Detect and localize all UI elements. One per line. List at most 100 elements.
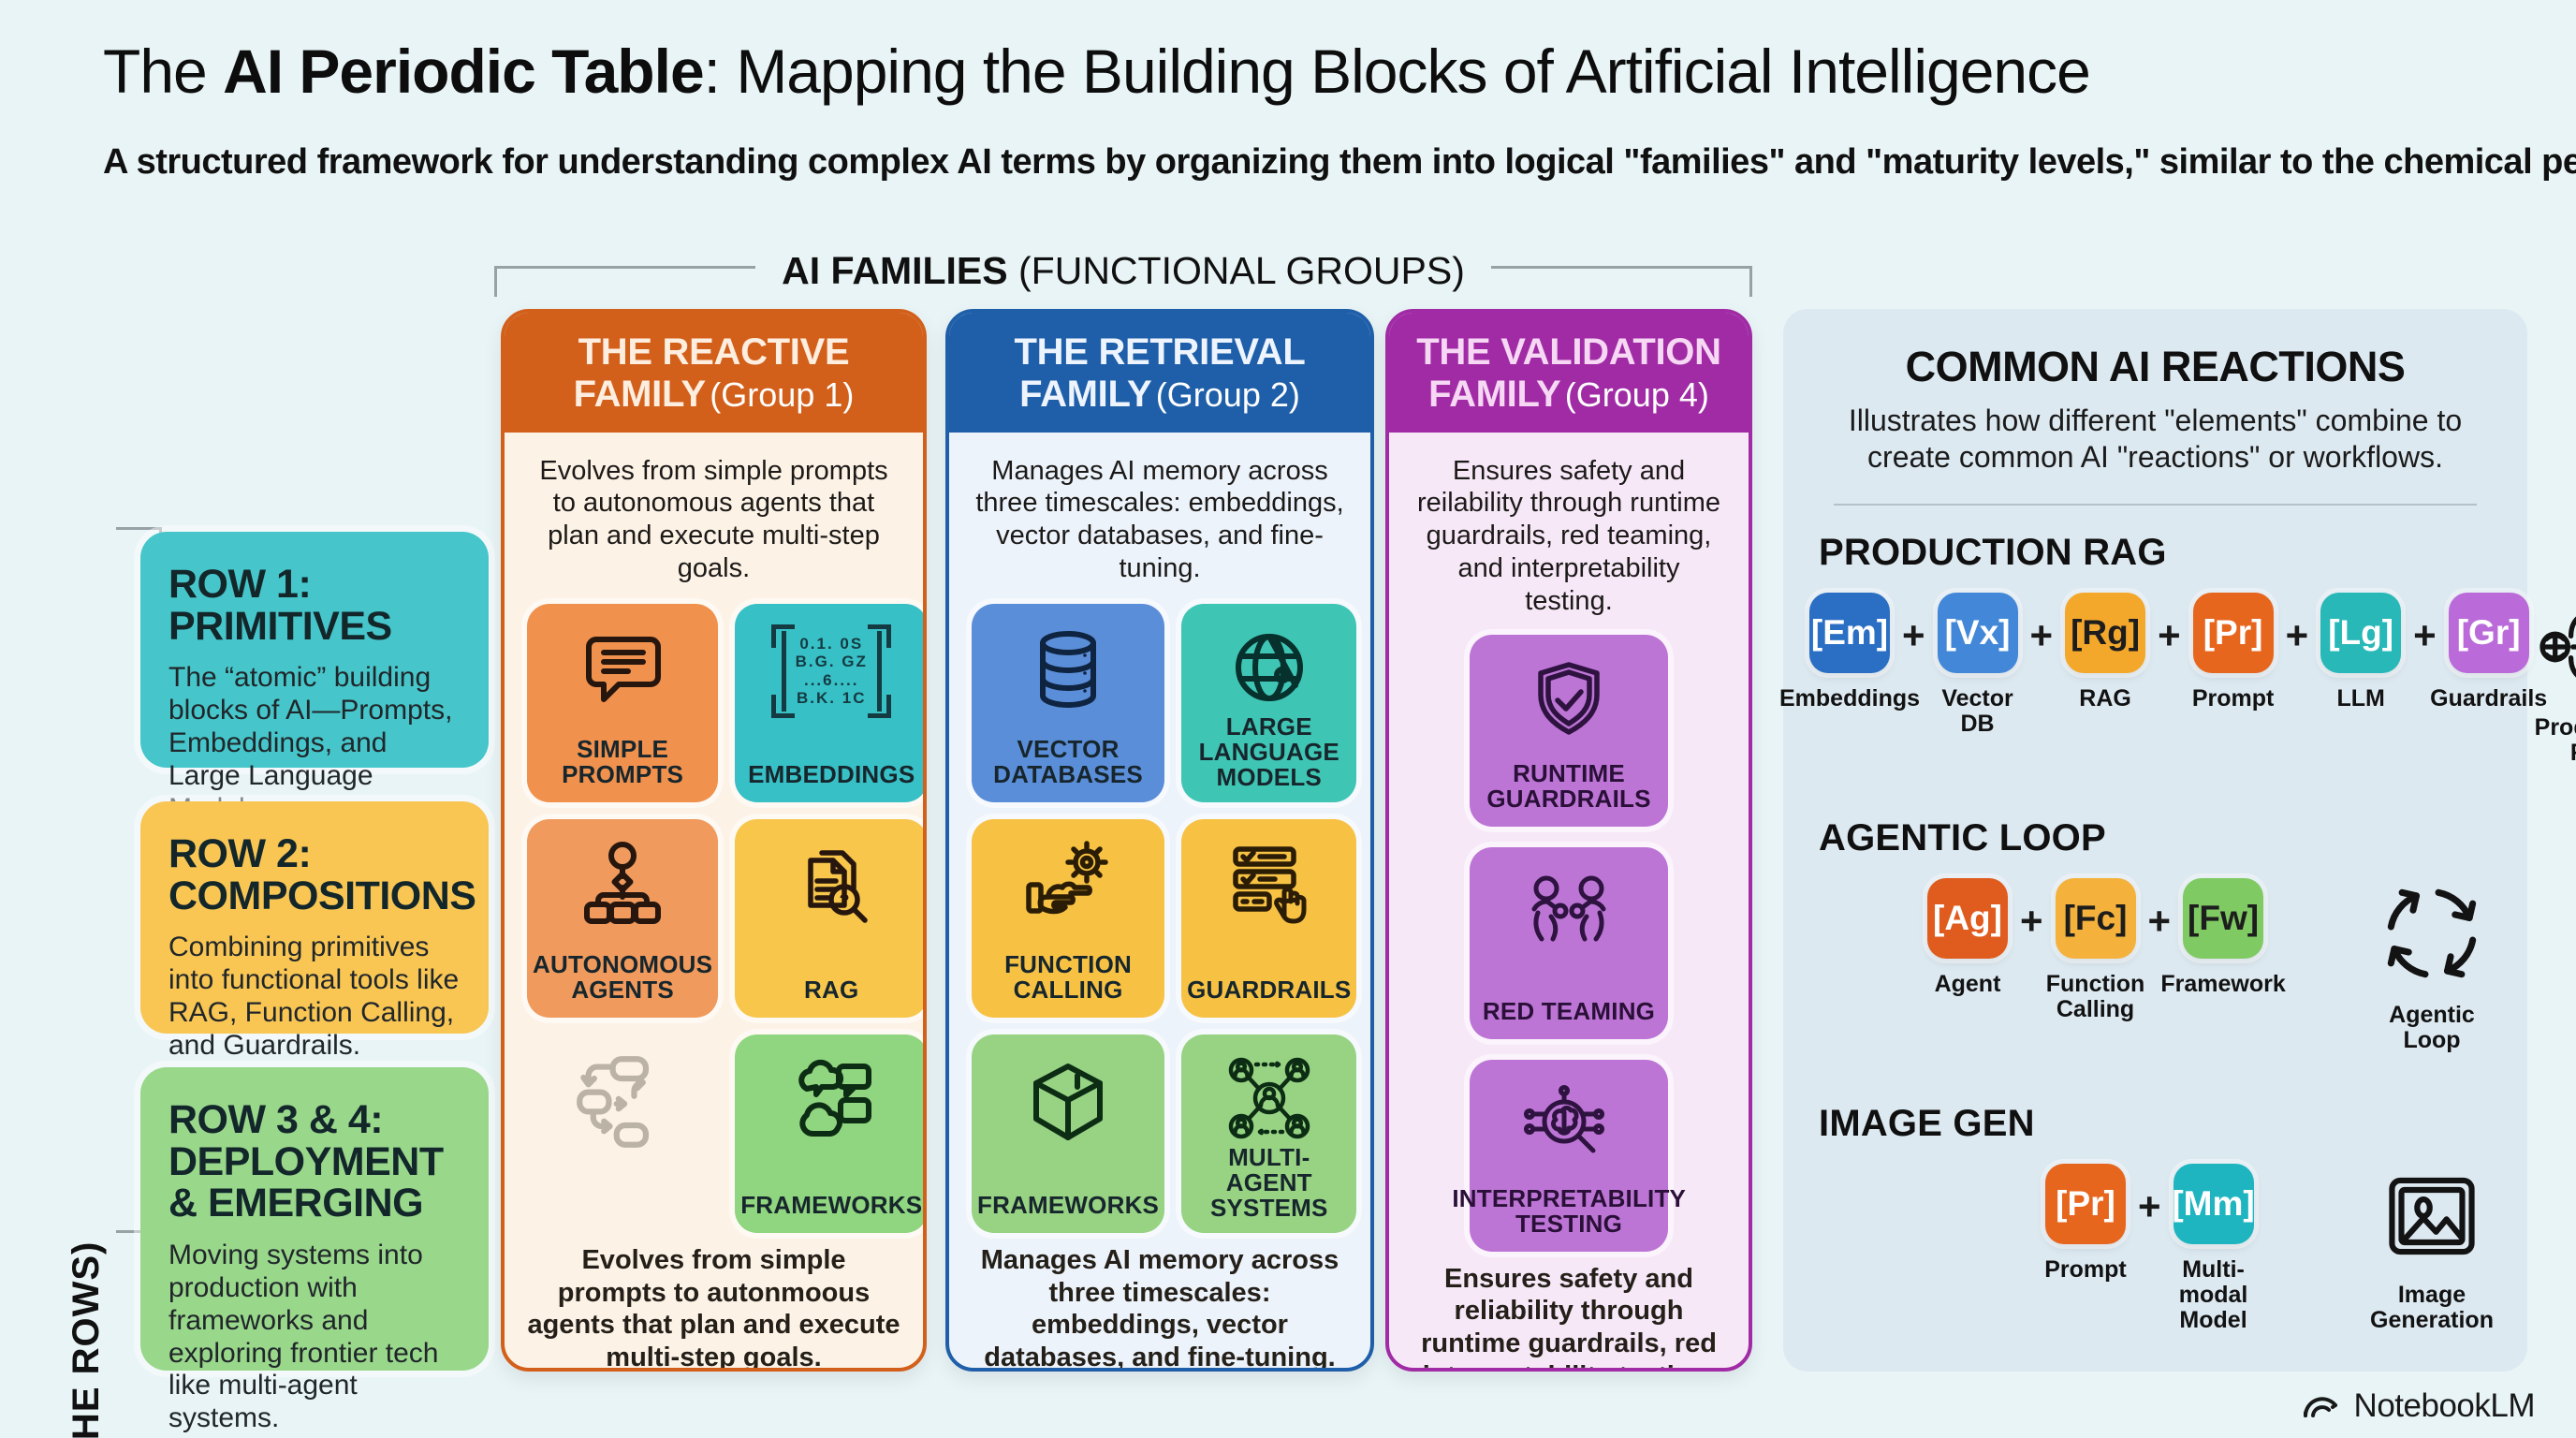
family-footer: Evolves from simple prompts to autonmoou…: [527, 1244, 900, 1372]
maturity-axis-label: LEVELS OF AI MATURITY (THE ROWS): [66, 1241, 108, 1438]
reactions-subtitle: Illustrates how different "elements" com…: [1848, 404, 2463, 475]
element-prompt: [Pr] Prompt: [2188, 593, 2279, 712]
sparring-figures-icon: [1517, 864, 1620, 965]
element-function-calling: [Fc] Function Calling: [2046, 878, 2144, 1022]
element-label: Prompt: [2191, 685, 2275, 712]
notebooklm-logo-icon: [2300, 1387, 2343, 1425]
families-bracket-label: AI FAMILIES (FUNCTIONAL GROUPS): [755, 249, 1491, 293]
family-intro: Ensures safety and reilability through r…: [1417, 455, 1720, 616]
brain-magnifier-icon: [1517, 1077, 1620, 1178]
tile-frameworks-reactive: FRAMEWORKS: [735, 1034, 923, 1233]
family-footer: Manages AI memory across three timescale…: [980, 1244, 1339, 1372]
validation-tile-column: RUNTIME GUARDRAILS RED TEAMING: [1389, 624, 1749, 1252]
tile-red-teaming: RED TEAMING: [1470, 846, 1668, 1039]
element-label: LLM: [2336, 685, 2385, 712]
family-name: THE REACTIVE FAMILY: [573, 331, 850, 415]
reaction-heading-image-gen: IMAGE GEN: [1819, 1103, 2035, 1145]
tile-label: SIMPLE PROMPTS: [562, 734, 684, 788]
tile-label: RAG: [804, 975, 859, 1004]
result-label: Production RAG: [2534, 714, 2576, 766]
element-multi-modal-model: [Mm] Multi-modal Model: [2168, 1164, 2260, 1333]
tile-rag: ? RAG: [735, 818, 923, 1018]
element-chip: [Em]: [1809, 593, 1890, 674]
family-name: THE RETRIEVAL FAMILY: [1014, 331, 1306, 415]
row-card-title: ROW 3 & 4: DEPLOYMENT & EMERGING: [168, 1097, 444, 1226]
reaction-result-production-rag: Production RAG: [2535, 593, 2576, 766]
bracket-line-left: [494, 266, 756, 297]
plus-sign: +: [2029, 613, 2054, 658]
tile-label: LARGE LANGUAGE MODELS: [1198, 712, 1339, 791]
plus-sign: +: [2285, 613, 2309, 658]
family-group: (Group 1): [710, 374, 855, 414]
bracket-line-right: [1490, 266, 1752, 297]
family-group: (Group 4): [1564, 374, 1709, 414]
element-embeddings: [Em] Embeddings: [1779, 593, 1920, 712]
chat-bubbles-cloud-icon: [783, 1051, 880, 1152]
result-label: Agentic Loop: [2389, 1002, 2475, 1054]
row-card-desc: Moving systems into production with fram…: [168, 1240, 439, 1434]
tile-multi-agent-systems: MULTI-AGENT SYSTEMS: [1181, 1034, 1357, 1233]
tile-label: RED TEAMING: [1482, 996, 1656, 1025]
image-generation-icon: [2379, 1164, 2484, 1273]
tile-runtime-guardrails: RUNTIME GUARDRAILS: [1470, 634, 1668, 827]
reaction-elements: [Ag] Agent + [Fc] Function Calling + [Fw…: [1922, 878, 2286, 1022]
element-prompt: [Pr] Prompt: [2040, 1164, 2131, 1283]
element-rag: [Rg] RAG: [2059, 593, 2151, 712]
reaction-result-image-generation: Image Generation: [2359, 1164, 2505, 1333]
title-suffix: : Mapping the Building Blocks of Artific…: [703, 37, 2091, 106]
element-label: Function Calling: [2045, 971, 2145, 1023]
title-prefix: The: [103, 37, 224, 106]
row-card-deployment-emerging: ROW 3 & 4: DEPLOYMENT & EMERGING Moving …: [140, 1067, 489, 1433]
family-footer: Ensures safety and reliability through r…: [1421, 1263, 1717, 1368]
family-header-validation: THE VALIDATION FAMILY (Group 4): [1389, 313, 1749, 433]
plus-sign: +: [1902, 613, 1925, 658]
shield-check-icon: [1520, 652, 1617, 753]
tile-label: FRAMEWORKS: [740, 1190, 923, 1219]
embeddings-matrix-icon: 0.1. 0S B.G. GZ ...6.... B.K. 1C: [771, 621, 892, 722]
plus-sign: +: [2138, 1184, 2161, 1229]
family-header-reactive: THE REACTIVE FAMILY (Group 1): [505, 313, 923, 433]
reactive-tile-grid: SIMPLE PROMPTS 0.1. 0S B.G. GZ ...6.... …: [505, 591, 923, 1233]
tile-faded-flowchart: [527, 1034, 718, 1233]
common-ai-reactions-panel: COMMON AI REACTIONS Illustrates how diff…: [1779, 309, 2576, 1372]
element-llm: [Lg] LLM: [2315, 593, 2407, 712]
element-chip: [Fc]: [2055, 878, 2136, 960]
family-group: (Group 2): [1155, 374, 1300, 414]
element-chip: [Lg]: [2320, 593, 2402, 674]
reaction-row-production-rag: [Em] Embeddings + [Vx] Vector DB + [Rg] …: [1779, 593, 2576, 791]
family-column-reactive: THE REACTIVE FAMILY (Group 1) Evolves fr…: [501, 309, 927, 1372]
agentic-loop-icon: [2377, 878, 2487, 993]
documents-search-icon: ?: [783, 836, 880, 937]
tile-interpretability-testing: INTERPRETABILITY TESTING: [1452, 1059, 1686, 1252]
element-chip: [Fw]: [2183, 878, 2264, 960]
box-icon: [1019, 1051, 1117, 1152]
element-framework: [Fw] Framework: [2160, 878, 2286, 997]
plus-sign: +: [2413, 613, 2437, 658]
page-title: The AI Periodic Table: Mapping the Build…: [103, 36, 2091, 107]
reaction-heading-production-rag: PRODUCTION RAG: [1819, 532, 2167, 574]
tile-label: INTERPRETABILITY TESTING: [1452, 1183, 1687, 1238]
brand-footer: NotebookLM: [2300, 1387, 2536, 1425]
reaction-result-agentic-loop: Agentic Loop: [2359, 878, 2505, 1053]
hand-gear-icon: [1019, 836, 1117, 937]
tile-label: GUARDRAILS: [1187, 975, 1352, 1004]
brand-name: NotebookLM: [2353, 1387, 2536, 1424]
retrieval-tile-grid: VECTOR DATABASES LARGE LANGUAGE MODELS: [949, 591, 1370, 1233]
element-chip: [Ag]: [1927, 878, 2008, 960]
checklist-hand-icon: [1221, 836, 1318, 937]
plus-sign: +: [2147, 899, 2172, 944]
tile-large-language-models: LARGE LANGUAGE MODELS: [1181, 603, 1357, 802]
tile-embeddings: 0.1. 0S B.G. GZ ...6.... B.K. 1C EMBEDDI…: [735, 603, 923, 802]
row-card-title: ROW 2: COMPOSITIONS: [168, 831, 476, 918]
element-chip: [Pr]: [2192, 593, 2274, 674]
element-label: RAG: [2079, 685, 2131, 712]
reaction-elements: [Pr] Prompt + [Mm] Multi-modal Model: [2040, 1164, 2260, 1333]
tile-vector-databases: VECTOR DATABASES: [972, 603, 1165, 802]
element-label: Vector DB: [1941, 685, 2013, 738]
tile-label: FRAMEWORKS: [977, 1190, 1160, 1219]
tile-label: RUNTIME GUARDRAILS: [1486, 758, 1651, 813]
element-label: Embeddings: [1779, 685, 1921, 712]
row-card-desc: Combining primitives into functional too…: [168, 932, 460, 1061]
families-bracket-rest: (FUNCTIONAL GROUPS): [1007, 249, 1465, 292]
